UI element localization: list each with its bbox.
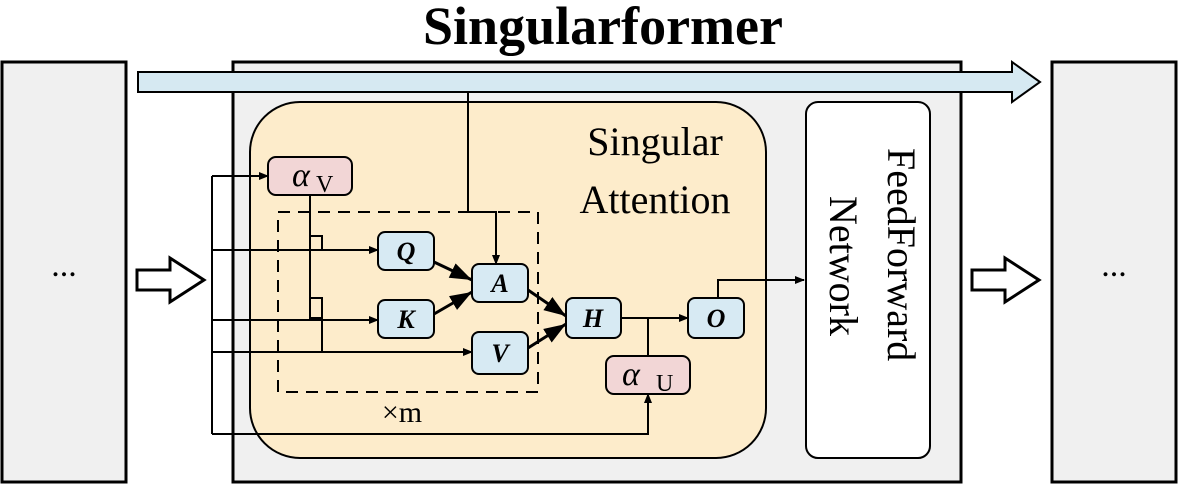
left-block-label: ... (51, 247, 77, 284)
alpha-u-symbol: α (622, 356, 641, 393)
left-layer-block (0, 60, 128, 484)
node-alpha-v: α V (267, 156, 353, 198)
alpha-v-sub: V (316, 172, 334, 198)
ffn-label-2: Network (821, 196, 866, 336)
a-label: A (489, 269, 508, 298)
alpha-v-symbol: α (292, 157, 311, 194)
o-label: O (707, 304, 726, 333)
node-h: H (565, 297, 622, 339)
right-layer-block (1050, 60, 1178, 484)
node-v: V (471, 331, 529, 375)
node-k: K (377, 299, 435, 339)
h-label: H (582, 304, 604, 333)
singular-attention-label-1: Singular (587, 119, 723, 164)
input-hollow-arrow (135, 255, 207, 305)
node-alpha-u: α U (605, 355, 691, 397)
node-q: Q (377, 231, 435, 271)
node-o: O (687, 297, 745, 339)
node-a: A (471, 263, 529, 303)
repeat-dashed-box (277, 211, 539, 393)
skip-connection-arrow (137, 60, 1042, 104)
output-hollow-arrow (970, 255, 1042, 305)
repeat-label: ×m (382, 396, 422, 429)
ffn-box (805, 101, 931, 459)
singular-attention-label-2: Attention (579, 177, 730, 222)
v-label: V (491, 339, 511, 368)
input-connections (211, 92, 805, 435)
diagram-title: Singularformer (423, 0, 783, 56)
alpha-u-sub: U (656, 371, 673, 397)
q-label: Q (397, 237, 416, 266)
k-label: K (396, 305, 416, 334)
attention-arrows (433, 260, 567, 350)
ffn-label-1: FeedForward (879, 148, 924, 361)
right-block-label: ... (1101, 247, 1127, 284)
